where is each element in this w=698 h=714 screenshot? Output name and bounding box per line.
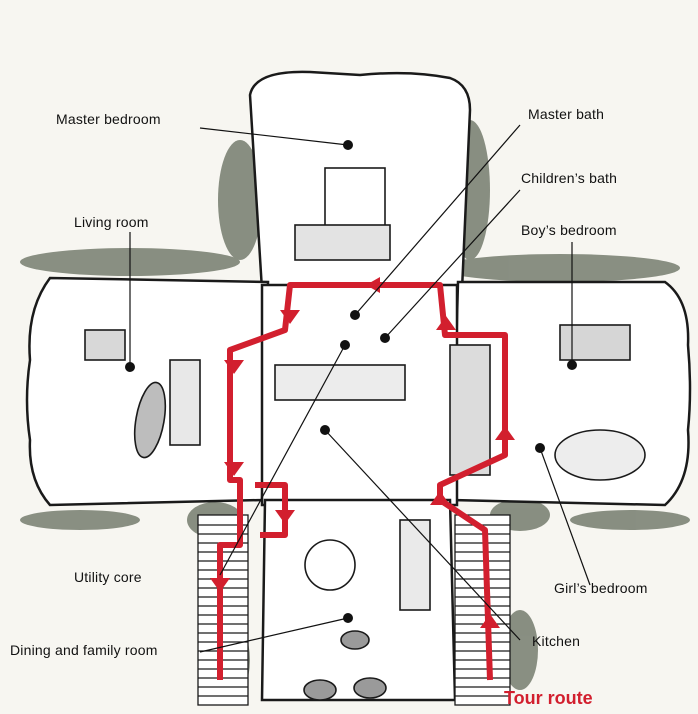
label-master-bath: Master bath [528, 106, 605, 122]
label-kitchen: Kitchen [532, 633, 581, 649]
furniture [84, 167, 646, 701]
label-childrens-bath: Children’s bath [521, 170, 618, 186]
tour-route-arrows [210, 277, 515, 628]
label-girls-bedroom: Girl’s bedroom [554, 580, 648, 596]
callout-dots [125, 140, 577, 623]
label-dining-family-room: Dining and family room [10, 642, 158, 658]
tour-route-legend: Tour route [504, 688, 593, 708]
callout-leaders [129, 124, 591, 653]
label-living-room: Living room [74, 214, 149, 230]
label-utility-core: Utility core [74, 569, 142, 585]
label-master-bedroom: Master bedroom [56, 111, 161, 127]
label-boys-bedroom: Boy’s bedroom [521, 222, 617, 238]
